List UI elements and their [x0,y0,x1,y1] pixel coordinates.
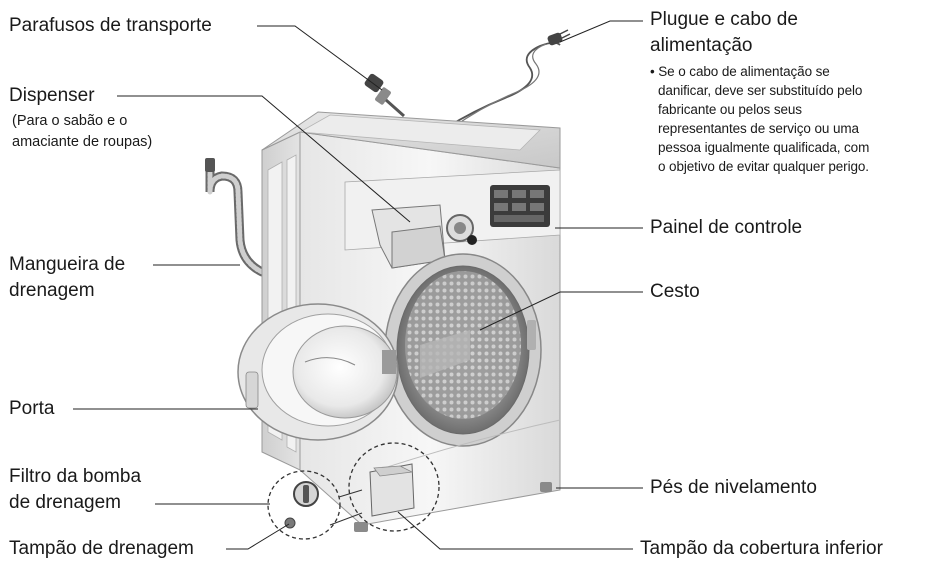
drain-hose-label-line2: drenagem [9,280,95,301]
power-note-line: • Se o cabo de alimentação se [650,64,830,79]
dispenser-label: Dispenser [9,85,95,106]
leader-lines [73,20,643,550]
dispenser-note-line1: (Para o sabão e o [12,113,128,129]
drain-plug-label: Tampão de drenagem [9,538,194,559]
dispenser-note-line2: amaciante de roupas) [12,134,153,150]
power-plug-label-line1: Plugue e cabo de [650,9,798,30]
door-label: Porta [9,398,55,419]
power-note-line: pessoa igualmente qualificada, com [658,140,870,155]
lower-cover-cap-label: Tampão da cobertura inferior [640,538,883,559]
control-panel-label: Painel de controle [650,217,803,238]
drain-hose-drawing [205,158,267,277]
pump-filter-label-line1: Filtro da bomba [9,466,142,487]
power-note-line: danificar, deve ser substituído pelo [658,83,863,98]
leveling-feet-drawing [354,482,552,532]
control-panel-drawing [446,185,550,245]
dispenser-drawing [371,204,446,269]
leveling-feet-label: Pés de nivelamento [650,477,817,498]
lower-cover-detail [348,442,440,532]
drain-hose-label-line1: Mangueira de [9,254,126,275]
drum-drawing [384,253,542,447]
power-note-line: fabricante ou pelos seus [658,102,802,117]
pump-filter-label-line2: de drenagem [9,492,121,513]
power-note-line: o objetivo de evitar qualquer perigo. [658,159,869,174]
power-plug-label-line2: alimentação [650,35,753,56]
pump-filter-detail [267,470,363,540]
transport-bolts-label: Parafusos de transporte [9,15,212,36]
power-cord-drawing [437,29,571,134]
door-drawing [237,303,399,441]
transport-bolt-drawing [364,73,405,118]
power-note-line: representantes de serviço ou uma [658,121,859,136]
drum-label: Cesto [650,281,700,302]
